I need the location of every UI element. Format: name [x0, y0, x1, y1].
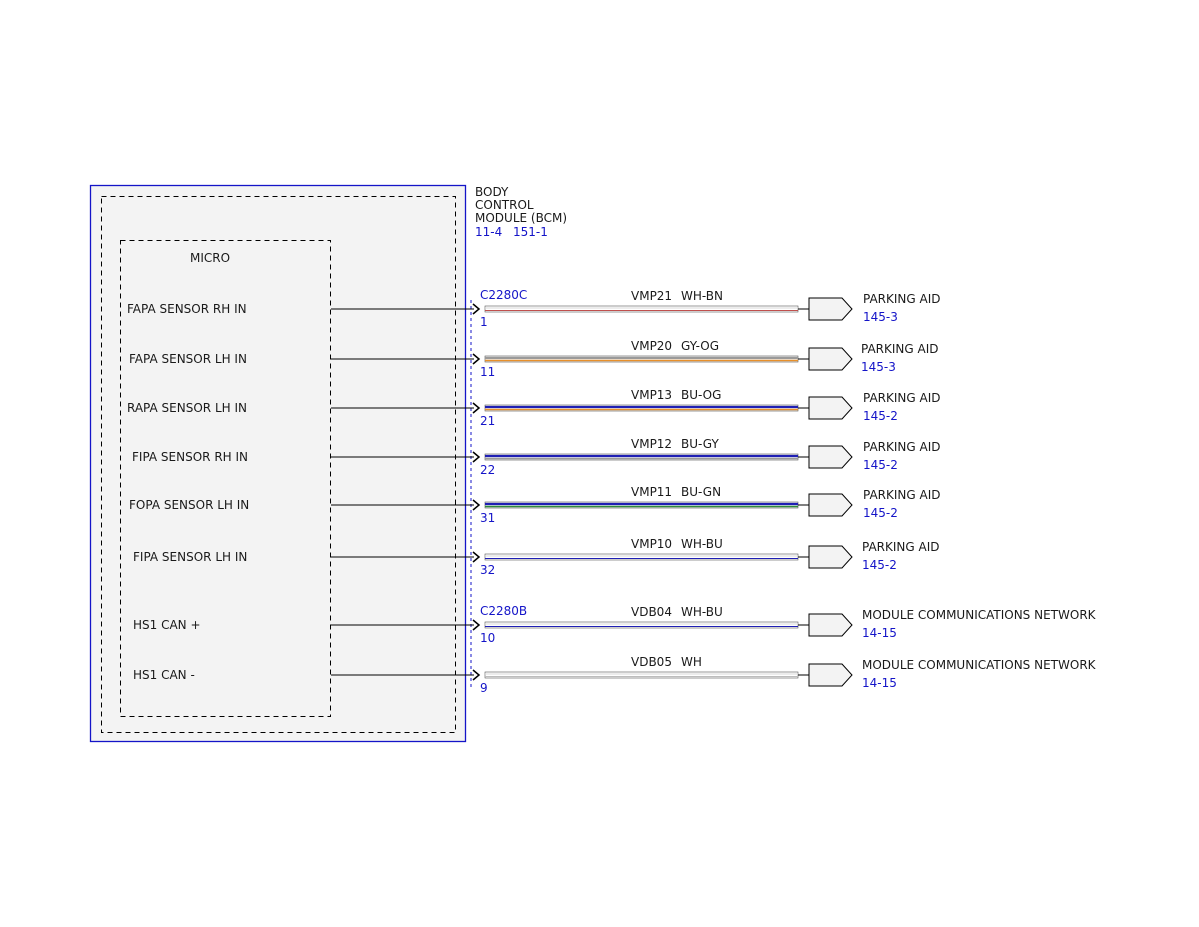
- circuit-vmp12-signal-label: FIPA SENSOR RH IN: [132, 450, 248, 464]
- connector-c2280c-label: C2280C: [480, 288, 527, 302]
- circuit-vdb04-pin-chevron: [472, 619, 481, 631]
- circuit-vmp21-wire-sheath[interactable]: [484, 305, 799, 313]
- circuit-vdb05-destination-ref[interactable]: 14-15: [862, 676, 897, 690]
- circuit-vdb05-pin-number: 9: [480, 681, 488, 695]
- circuit-vmp12-destination-arrow[interactable]: [808, 445, 853, 469]
- circuit-vmp12-color-code: BU-GY: [681, 437, 719, 451]
- circuit-vmp10-destination-label: PARKING AID: [862, 540, 940, 554]
- circuit-vmp21-pin-number: 1: [480, 315, 488, 329]
- circuit-vmp10-pin-chevron: [472, 551, 481, 563]
- circuit-vmp20-signal-label: FAPA SENSOR LH IN: [129, 352, 247, 366]
- circuit-vmp10-destination-ref[interactable]: 145-2: [862, 558, 897, 572]
- circuit-vdb05-circuit-id: VDB05: [631, 655, 672, 669]
- connector-c2280b-label: C2280B: [480, 604, 527, 618]
- circuit-vmp13-signal-label: RAPA SENSOR LH IN: [127, 401, 247, 415]
- module-ref-2[interactable]: 151-1: [513, 225, 548, 239]
- micro-block: [120, 240, 331, 717]
- circuit-vdb05-wire-sheath[interactable]: [484, 671, 799, 679]
- circuit-vdb04-color-code: WH-BU: [681, 605, 723, 619]
- circuit-vmp20-destination-ref[interactable]: 145-3: [861, 360, 896, 374]
- circuit-vdb05-pin-chevron: [472, 669, 481, 681]
- circuit-vmp20-color-code: GY-OG: [681, 339, 719, 353]
- circuit-vmp13-pin-number: 21: [480, 414, 495, 428]
- micro-label: MICRO: [190, 251, 230, 265]
- module-title-line-3: MODULE (BCM): [475, 211, 567, 225]
- circuit-vmp10-pin-number: 32: [480, 563, 495, 577]
- circuit-vmp11-circuit-id: VMP11: [631, 485, 672, 499]
- circuit-vdb04-pin-number: 10: [480, 631, 495, 645]
- circuit-vmp11-pin-number: 31: [480, 511, 495, 525]
- circuit-vmp13-destination-arrow[interactable]: [808, 396, 853, 420]
- circuit-vmp20-pin-chevron: [472, 353, 481, 365]
- circuit-vmp12-pin-chevron: [472, 451, 481, 463]
- circuit-vmp20-destination-arrow[interactable]: [808, 347, 853, 371]
- circuit-vdb04-destination-ref[interactable]: 14-15: [862, 626, 897, 640]
- circuit-vmp13-color-code: BU-OG: [681, 388, 721, 402]
- circuit-vmp11-signal-label: FOPA SENSOR LH IN: [129, 498, 249, 512]
- circuit-vmp12-destination-label: PARKING AID: [863, 440, 941, 454]
- circuit-vmp11-color-code: BU-GN: [681, 485, 721, 499]
- circuit-vmp12-destination-ref[interactable]: 145-2: [863, 458, 898, 472]
- circuit-vdb05-signal-label: HS1 CAN -: [133, 668, 195, 682]
- circuit-vmp12-circuit-id: VMP12: [631, 437, 672, 451]
- circuit-vdb05-destination-arrow[interactable]: [808, 663, 853, 687]
- module-title-line-2: CONTROL: [475, 198, 534, 212]
- circuit-rows: FAPA SENSOR RH IN 1 VMP21 WH-BN PARKING AID 1…: [127, 289, 1097, 695]
- circuit-vmp21-signal-label: FAPA SENSOR RH IN: [127, 302, 247, 316]
- circuit-vmp13-pin-chevron: [472, 402, 481, 414]
- circuit-vmp10-wire-sheath[interactable]: [484, 553, 799, 561]
- circuit-vmp10-destination-arrow[interactable]: [808, 545, 853, 569]
- circuit-vdb04-circuit-id: VDB04: [631, 605, 672, 619]
- bcm-internal-boundary: [101, 196, 456, 733]
- circuit-vmp13-destination-label: PARKING AID: [863, 391, 941, 405]
- circuit-vdb04-destination-label: MODULE COMMUNICATIONS NETWORK: [862, 608, 1097, 622]
- circuit-vmp20-destination-label: PARKING AID: [861, 342, 939, 356]
- circuit-vdb05-destination-label: MODULE COMMUNICATIONS NETWORK: [862, 658, 1097, 672]
- circuit-vmp13-destination-ref[interactable]: 145-2: [863, 409, 898, 423]
- circuit-vdb04-wire-sheath[interactable]: [484, 621, 799, 629]
- circuit-vmp20-circuit-id: VMP20: [631, 339, 672, 353]
- circuit-vmp11-destination-label: PARKING AID: [863, 488, 941, 502]
- circuit-vmp11-pin-chevron: [472, 499, 481, 511]
- circuit-vmp13-circuit-id: VMP13: [631, 388, 672, 402]
- bcm-module-outline: [89, 184, 467, 743]
- module-title-line-1: BODY: [475, 185, 509, 199]
- circuit-vmp21-circuit-id: VMP21: [631, 289, 672, 303]
- circuit-vdb05-color-code: WH: [681, 655, 702, 669]
- circuit-vmp12-pin-number: 22: [480, 463, 495, 477]
- circuit-vmp11-destination-ref[interactable]: 145-2: [863, 506, 898, 520]
- circuit-vmp21-color-code: WH-BN: [681, 289, 723, 303]
- circuit-vmp10-circuit-id: VMP10: [631, 537, 672, 551]
- circuit-vmp10-signal-label: FIPA SENSOR LH IN: [133, 550, 247, 564]
- circuit-vmp10-color-code: WH-BU: [681, 537, 723, 551]
- circuit-vmp21-destination-label: PARKING AID: [863, 292, 941, 306]
- circuit-vmp20-pin-number: 11: [480, 365, 495, 379]
- circuit-vdb04-signal-label: HS1 CAN +: [133, 618, 201, 632]
- module-ref-1[interactable]: 11-4: [475, 225, 502, 239]
- circuit-vmp21-pin-chevron: [472, 303, 481, 315]
- circuit-vdb04-destination-arrow[interactable]: [808, 613, 853, 637]
- circuit-vmp11-destination-arrow[interactable]: [808, 493, 853, 517]
- circuit-vmp21-destination-arrow[interactable]: [808, 297, 853, 321]
- circuit-vmp21-destination-ref[interactable]: 145-3: [863, 310, 898, 324]
